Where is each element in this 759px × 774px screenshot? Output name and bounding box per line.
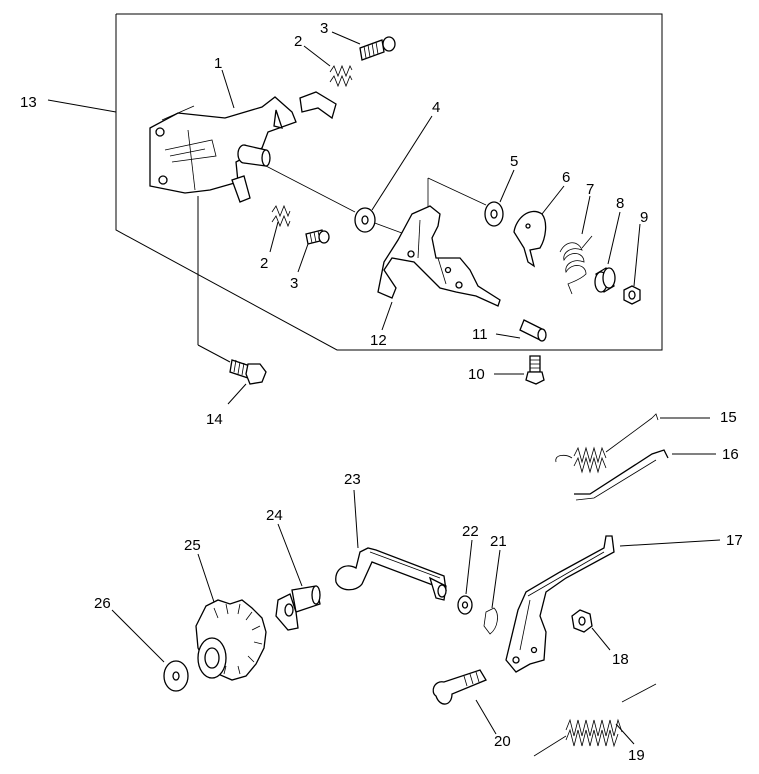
part-9-nut [623,285,641,305]
part-7-spring [559,235,593,295]
alignment-line [197,344,231,363]
part-11-pin [519,319,547,342]
callout-20: 20 [494,733,511,750]
part-1-control-bracket [149,91,337,203]
callout-21: 21 [490,533,507,550]
callout-6: 6 [562,169,570,186]
callout-3-upper: 3 [320,20,328,37]
callout-7: 7 [586,181,594,198]
part-14-flange-bolt [229,359,267,385]
callout-2-lower: 2 [260,255,268,272]
callout-10: 10 [468,366,485,383]
part-19-spring [533,683,657,757]
callout-12: 12 [370,332,387,349]
callout-13: 13 [20,94,37,111]
callout-16: 16 [722,446,739,463]
part-12-governor-lever [377,205,501,307]
part-23-lever-shaft [335,547,447,601]
part-2-spring-lower [271,204,291,228]
part-15-governor-spring [555,413,659,474]
callout-11: 11 [472,326,488,343]
callout-9: 9 [640,209,648,226]
alignment-line [265,165,356,213]
part-10-bolt [525,355,545,385]
callout-18: 18 [612,651,629,668]
callout-4: 4 [432,99,440,116]
part-4-washer [354,207,376,233]
part-21-clip [483,607,498,635]
part-17-control-lever [505,535,615,673]
part-3-screw-lower [305,229,330,245]
alignment-line [427,177,487,206]
leader-lines [47,31,721,745]
part-20-bolt [432,669,487,705]
part-25-governor-gear [195,599,267,681]
part-16-link-rod [574,449,669,501]
assembly-frame [115,13,663,351]
callout-25: 25 [184,537,201,554]
callout-22: 22 [462,523,479,540]
callout-2-upper: 2 [294,33,302,50]
callout-23: 23 [344,471,361,488]
callout-17: 17 [726,532,743,549]
part-24-bushing [275,585,321,631]
part-5-washer [484,201,504,227]
part-8-collar [594,267,616,293]
callout-15: 15 [720,409,737,426]
part-18-nut [571,609,593,633]
callout-8: 8 [616,195,624,212]
part-6-plate [513,210,547,268]
callout-26: 26 [94,595,111,612]
callout-19: 19 [628,747,645,764]
part-26-washer [163,660,189,692]
callout-3-lower: 3 [290,275,298,292]
part-3-screw-upper [359,36,396,61]
part-22-washer [457,595,473,615]
callout-5: 5 [510,153,518,170]
callout-14: 14 [206,411,223,428]
callout-24: 24 [266,507,283,524]
callout-1: 1 [214,55,222,72]
part-2-spring-upper [329,64,353,88]
